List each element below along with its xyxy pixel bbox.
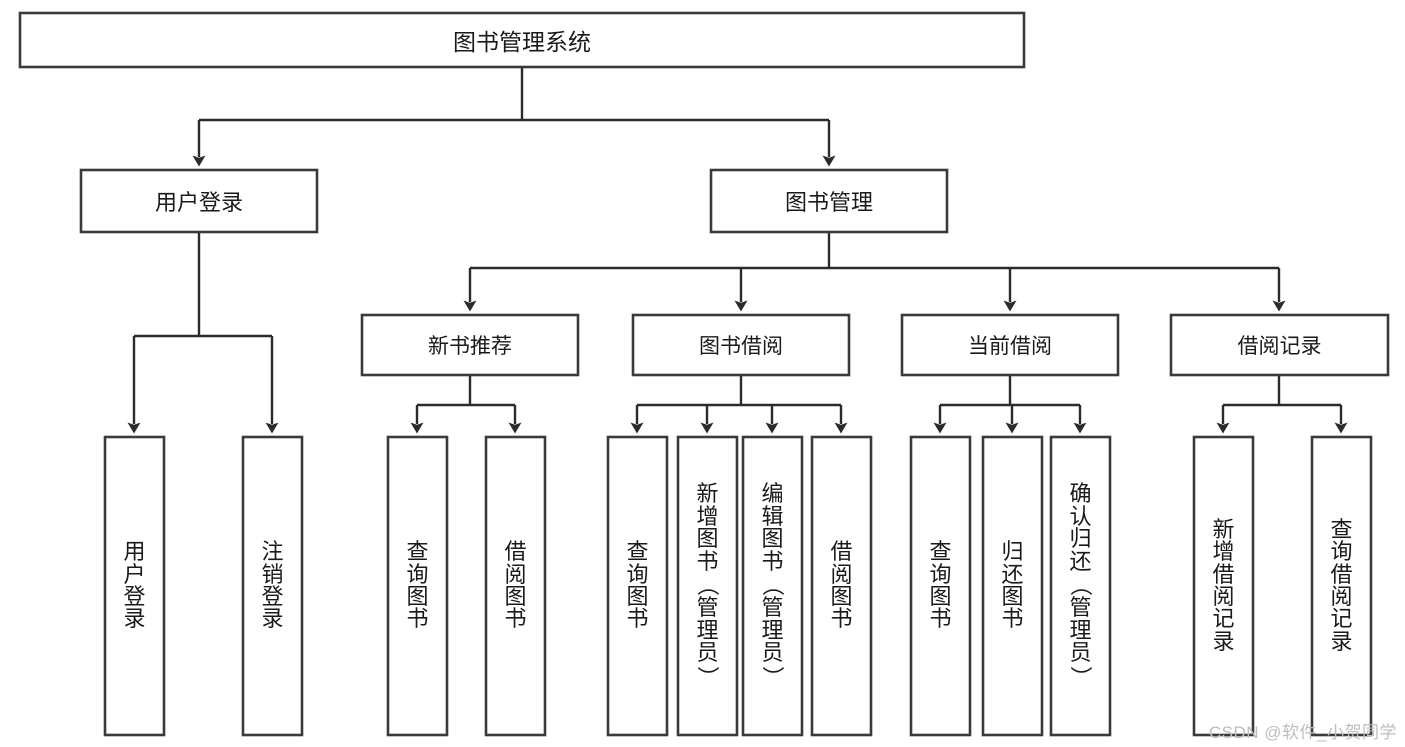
leaf-box-query-book-borrow[interactable] — [606, 435, 669, 737]
leaf-box-add-borrow-record[interactable] — [1192, 435, 1255, 737]
node-book-borrow-box[interactable] — [631, 313, 851, 377]
leaf-box-query-book-newbook[interactable] — [386, 435, 449, 737]
leaf-box-borrow-book[interactable] — [810, 435, 873, 737]
leaf-box-add-book-admin[interactable] — [676, 435, 739, 737]
leaf-box-return-book[interactable] — [981, 435, 1044, 737]
leaf-box-query-borrow-record[interactable] — [1310, 435, 1373, 737]
node-borrow-record-box[interactable] — [1169, 313, 1390, 377]
leaf-box-user-login[interactable] — [103, 435, 166, 737]
node-root-box[interactable] — [18, 11, 1026, 69]
leaf-box-borrow-book-newbook[interactable] — [484, 435, 547, 737]
leaf-box-logout[interactable] — [241, 435, 304, 737]
leaf-box-query-book-current[interactable] — [909, 435, 972, 737]
csdn-watermark: CSDN @软件_小贺同学 — [1208, 723, 1397, 742]
leaf-box-confirm-return-admin[interactable] — [1049, 435, 1112, 737]
node-current-borrow-box[interactable] — [900, 313, 1120, 377]
node-new-book-recommend-box[interactable] — [360, 313, 580, 377]
node-book-management-box[interactable] — [709, 168, 949, 234]
nodes-layer — [18, 11, 1390, 737]
leaf-box-edit-book-admin[interactable] — [741, 435, 804, 737]
node-user-login-box[interactable] — [79, 168, 319, 234]
edges-layer — [127, 67, 1348, 434]
